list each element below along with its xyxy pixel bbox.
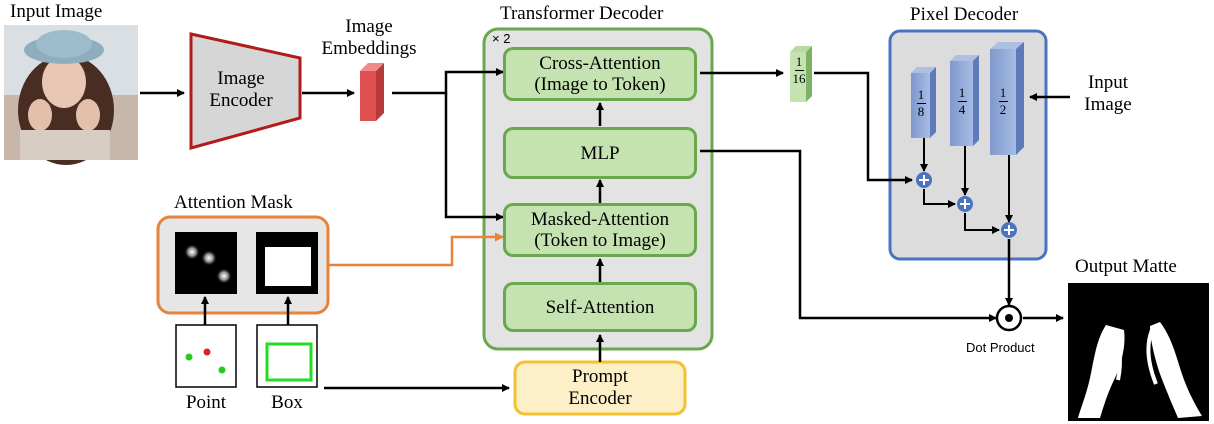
fraction-bar (998, 101, 1008, 102)
masked-attention-block: Masked-Attention (Token to Image) (503, 203, 697, 257)
level-num: 1 (917, 87, 925, 102)
output-matte-title: Output Matte (1075, 256, 1177, 277)
dot-product-node (995, 304, 1023, 332)
pixel-level-1-2: 1 2 (995, 86, 1011, 117)
level-den: 4 (958, 102, 966, 117)
transformer-decoder-title: Transformer Decoder (500, 3, 664, 24)
box-mask-thumbnail (256, 232, 318, 294)
add-node-1 (916, 172, 932, 188)
input-image-title: Input Image (10, 1, 103, 22)
pixel-level-1-8: 1 8 (913, 88, 929, 119)
prompt-encoder-label: Prompt Encoder (515, 366, 685, 410)
pixel-block-1-4 (950, 55, 979, 146)
cross-attention-line1: Cross-Attention (539, 53, 661, 74)
scale-16-num: 1 (795, 54, 803, 69)
input-image-photo (4, 25, 138, 165)
pixel-block-1-8 (911, 67, 936, 138)
attention-mask-title: Attention Mask (174, 192, 293, 213)
prompt-encoder-line1: Prompt (572, 366, 628, 387)
repeat-count: × 2 (492, 31, 511, 46)
self-attention-block: Self-Attention (503, 282, 697, 332)
point-prompt-thumbnail (175, 324, 237, 388)
output-matte-image (1068, 283, 1209, 421)
box-prompt-thumbnail (256, 324, 318, 388)
pixel-block-1-2 (990, 42, 1024, 155)
scale-16-den: 16 (792, 71, 806, 86)
image-embeddings-label-line2: Embeddings (321, 38, 417, 59)
pixel-decoder-input-line1: Input (1087, 72, 1129, 93)
dot-product-label: Dot Product (966, 340, 1035, 355)
add-node-3 (1001, 222, 1017, 238)
scale-16-block (790, 46, 812, 102)
fraction-bar (916, 103, 926, 104)
cross-attention-line2: (Image to Token) (534, 74, 666, 95)
point-label: Point (185, 392, 227, 413)
point-mask-thumbnail (175, 232, 237, 294)
mlp-block: MLP (503, 127, 697, 179)
cross-attention-block: Cross-Attention (Image to Token) (503, 47, 697, 101)
box-label: Box (271, 392, 303, 413)
pixel-decoder-title: Pixel Decoder (910, 4, 1019, 25)
image-encoder-label-line1: Image (217, 68, 265, 89)
pixel-level-1-4: 1 4 (954, 86, 970, 117)
masked-attention-line1: Masked-Attention (530, 209, 670, 230)
level-num: 1 (999, 85, 1007, 100)
self-attention-label: Self-Attention (545, 296, 655, 318)
fraction-bar (957, 101, 967, 102)
pixel-decoder-input-line2: Image (1084, 94, 1132, 115)
prompt-encoder-line2: Encoder (568, 388, 632, 409)
image-embeddings-block (360, 63, 384, 121)
transformer-decoder-panel (482, 27, 714, 351)
image-encoder-shape (189, 32, 302, 150)
pixel-decoder-input-label: Input Image (1068, 72, 1148, 116)
level-den: 2 (999, 102, 1007, 117)
image-encoder-label: Image Encoder (196, 68, 286, 112)
image-embeddings-label: Image Embeddings (310, 16, 428, 60)
level-den: 8 (917, 104, 925, 119)
scale-16-fraction: 1 16 (792, 55, 806, 86)
add-node-2 (957, 196, 973, 212)
image-embeddings-label-line1: Image (345, 16, 393, 37)
fraction-bar (794, 70, 804, 71)
image-encoder-label-line2: Encoder (209, 90, 273, 111)
mlp-label: MLP (580, 142, 620, 164)
masked-attention-line2: (Token to Image) (534, 230, 666, 251)
level-num: 1 (958, 85, 966, 100)
